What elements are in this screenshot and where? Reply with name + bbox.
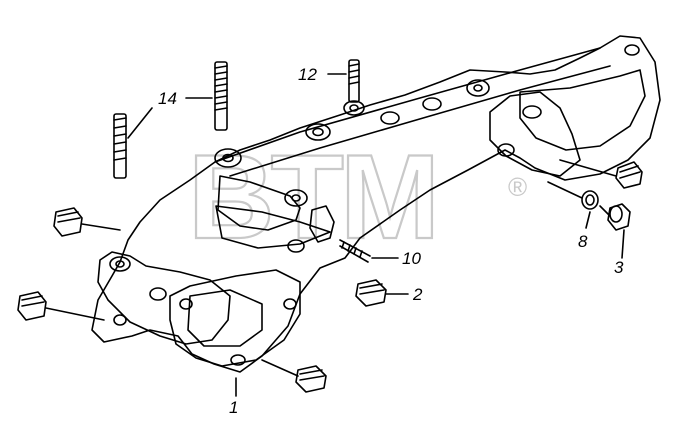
leader-plug-c (261, 359, 299, 377)
upper-rail-inner (229, 65, 611, 177)
leader-14b (127, 107, 153, 139)
callout-label-1: 1 (229, 398, 239, 417)
boss-hole (287, 239, 305, 253)
plug-front-lower (295, 365, 327, 393)
boss-hole (283, 298, 297, 310)
boss-hole (473, 84, 483, 92)
stud-12 (348, 59, 360, 103)
boss-hole (109, 256, 131, 272)
front-flange (169, 269, 301, 367)
leader-8 (585, 211, 591, 229)
sensor-bracket (309, 205, 335, 243)
btm-watermark: BTM ® (187, 129, 527, 265)
leader-bolt (599, 205, 611, 217)
callout-label-10: 10 (402, 249, 421, 268)
boss-hole (312, 127, 324, 137)
callout-label-12: 12 (298, 65, 317, 84)
pin-10 (339, 239, 371, 263)
left-flange-opening (187, 289, 263, 347)
leader-plug-a (81, 223, 121, 231)
boss-hole (230, 354, 246, 366)
right-cutout (519, 69, 646, 151)
boss-hole (284, 189, 308, 207)
boss-hole (179, 298, 193, 310)
boss-hole (624, 44, 640, 56)
upper-rail (214, 47, 601, 163)
callout-label-2: 2 (413, 285, 423, 304)
leader-plug-b (45, 307, 105, 321)
boss-hole (115, 260, 125, 268)
plug-right (615, 161, 643, 189)
leader-plug-d (559, 159, 617, 177)
boss-hole (497, 143, 515, 157)
boss-hole (291, 194, 301, 202)
callout-label-3: 3 (614, 258, 624, 277)
boss-hole (466, 79, 490, 97)
boss-hole (522, 105, 542, 119)
plug-left-upper (53, 207, 83, 237)
center-cutout (217, 175, 301, 231)
plug-2 (355, 279, 387, 307)
boss-hole (222, 153, 234, 163)
right-flange (489, 91, 581, 177)
stud-14-short (113, 113, 127, 179)
watermark-registered-symbol: ® (508, 172, 527, 202)
callout-label-14: 14 (158, 89, 177, 108)
boss-hole (113, 314, 127, 326)
stud-14-long (214, 61, 228, 131)
watermark-text: BTM (188, 130, 436, 264)
boss-hole (349, 104, 359, 112)
boss-hole (214, 148, 242, 168)
leader-washer (547, 181, 583, 199)
boss-hole (149, 287, 167, 301)
manifold-body (91, 35, 661, 373)
plug-left-lower (17, 291, 47, 321)
boss-hole (422, 97, 442, 111)
left-flange (97, 251, 231, 345)
leader-3 (621, 229, 625, 259)
boss-hole (380, 111, 400, 125)
boss-hole (343, 100, 365, 116)
washer-8 (581, 190, 599, 210)
boss-hole (305, 123, 331, 141)
callout-label-8: 8 (578, 232, 588, 251)
bolt-3 (607, 203, 631, 231)
